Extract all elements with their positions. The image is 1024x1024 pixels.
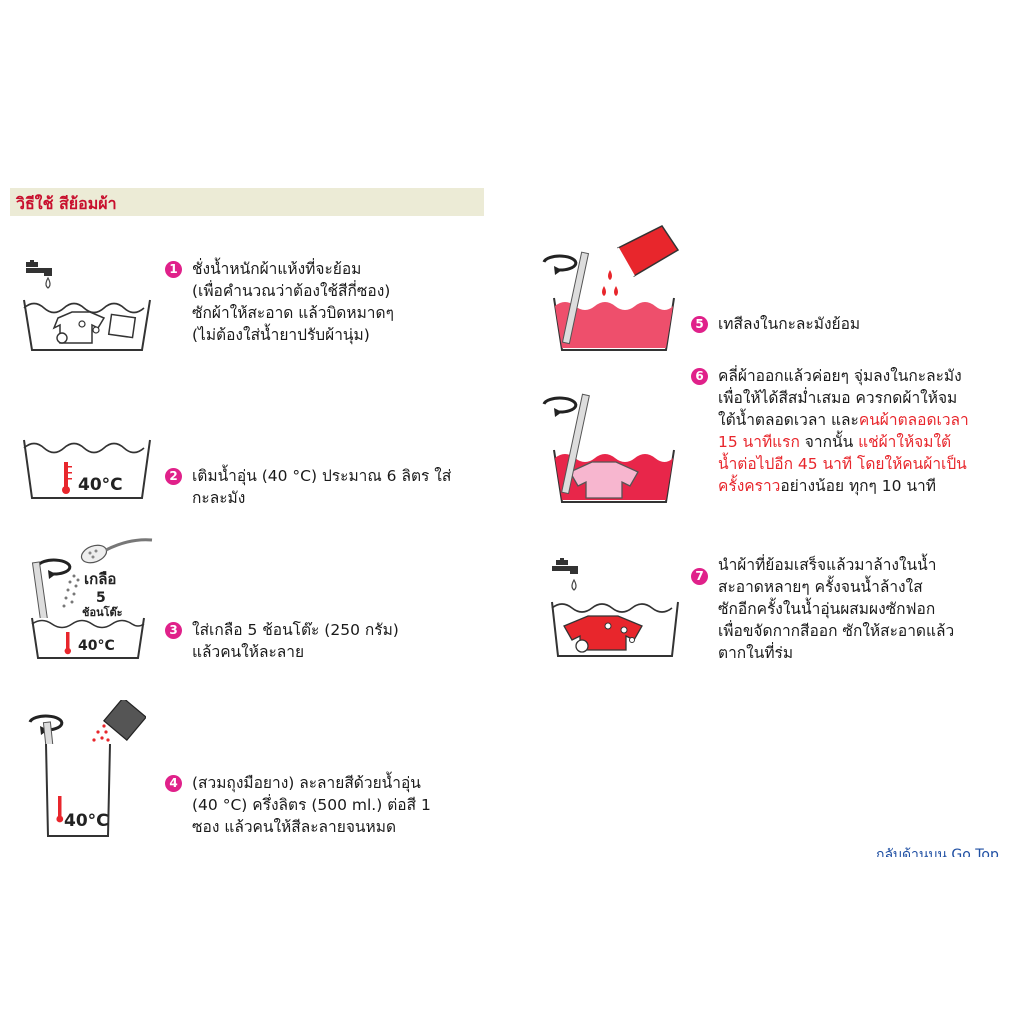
step1-illustration bbox=[23, 260, 151, 351]
salt-label: เกลือ bbox=[84, 570, 116, 588]
step4-illustration: 40°C bbox=[28, 700, 146, 837]
step5-illustration bbox=[542, 225, 680, 351]
step-2-text: เติมน้ำอุ่น (40 °C) ประมาณ 6 ลิตร ใส่ กะ… bbox=[192, 467, 452, 507]
faucet-icon bbox=[26, 260, 52, 276]
step-6-text: คลี่ผ้าออกแล้วค่อยๆ จุ่มลงในกะละมัง เพื่… bbox=[718, 367, 969, 495]
salt-unit: ช้อนโต๊ะ bbox=[82, 605, 123, 619]
salt-count: 5 bbox=[96, 590, 106, 606]
step-3-number: 3 bbox=[165, 622, 182, 639]
step-2-number: 2 bbox=[165, 468, 182, 485]
highlight-text: 15 นาทีแรก bbox=[718, 433, 800, 451]
highlight-text: ครั้งคราว bbox=[718, 477, 781, 495]
step3-illustration: เกลือ 5 ช้อนโต๊ะ 40°C bbox=[31, 538, 153, 659]
step-5-text: เทสีลงในกะละมังย้อม bbox=[718, 315, 861, 333]
dye-sachet-icon bbox=[103, 700, 146, 741]
dye-jug-icon bbox=[616, 225, 680, 278]
temperature-label: 40°C bbox=[78, 638, 115, 654]
highlight-text: แช่ผ้าให้จมใต้ bbox=[858, 433, 952, 451]
highlight-text: คนผ้าตลอดเวลา bbox=[858, 411, 969, 429]
stir-arrow-icon bbox=[28, 714, 64, 732]
step-5-number: 5 bbox=[691, 316, 708, 333]
water-drop-icon bbox=[571, 578, 577, 591]
step-7-text: นำผ้าที่ย้อมเสร็จแล้วมาล้างในน้ำ สะอาดหล… bbox=[718, 556, 955, 662]
go-top-link[interactable]: กลับด้านบน Go Top bbox=[876, 847, 999, 857]
step6-illustration bbox=[542, 393, 675, 503]
step2-illustration: 40°C bbox=[23, 439, 151, 499]
highlight-text: น้ำต่อไปอีก 45 นาที โดยให้คนผ้าเป็น bbox=[718, 455, 967, 473]
step-4-number: 4 bbox=[165, 775, 182, 792]
stir-arrow-icon bbox=[542, 396, 578, 414]
step-4-text: (สวมถุงมือยาง) ละลายสีด้วยน้ำอุ่น (40 °C… bbox=[192, 774, 431, 836]
stir-arrow-icon bbox=[542, 254, 578, 272]
step7-illustration bbox=[551, 558, 679, 657]
thermometer-icon bbox=[62, 462, 72, 494]
section-header: วิธีใช้ สีย้อมผ้า bbox=[10, 188, 484, 216]
step-3-text: ใส่เกลือ 5 ช้อนโต๊ะ (250 กรัม) แล้วคนให้… bbox=[192, 621, 399, 661]
section-title: วิธีใช้ สีย้อมผ้า bbox=[16, 194, 117, 213]
step-7-number: 7 bbox=[691, 568, 708, 585]
step-6-number: 6 bbox=[691, 368, 708, 385]
temperature-label: 40°C bbox=[64, 811, 109, 831]
stir-arrow-icon bbox=[36, 558, 72, 576]
step-1-text: ชั่งน้ำหนักผ้าแห้งที่จะย้อม (เพื่อคำนวณว… bbox=[192, 260, 394, 344]
spoon-icon bbox=[80, 538, 153, 564]
faucet-icon bbox=[552, 558, 578, 574]
water-drop-icon bbox=[45, 276, 51, 289]
temperature-label: 40°C bbox=[78, 475, 123, 495]
step-1-number: 1 bbox=[165, 261, 182, 278]
